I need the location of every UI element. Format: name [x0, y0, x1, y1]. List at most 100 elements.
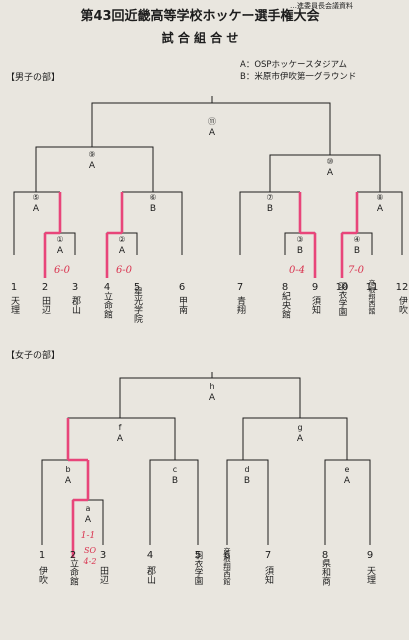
boys-team-name: 天理 — [9, 296, 20, 314]
boys-match-6-venue: B — [150, 204, 156, 214]
girls-team-name: 彦根翔西館 — [222, 546, 231, 586]
girls-seed: 6 — [224, 550, 230, 561]
girls-team-name: 羽衣学園 — [193, 551, 203, 586]
girls-match-g-number: g — [297, 423, 302, 432]
boys-match-8-number: ⑧ — [376, 193, 383, 202]
girls-team-name: 郡山 — [145, 566, 156, 584]
boys-team-name: 紀央館 — [280, 290, 291, 319]
boys-team-name: 須知 — [310, 296, 321, 315]
boys-match-4-venue: B — [354, 246, 360, 256]
girls-seed: 3 — [100, 550, 106, 561]
venue-a-legend: A：OSPホッケースタジアム — [240, 60, 347, 70]
girls-match-h-venue: A — [209, 393, 216, 403]
girls-seed: 5 — [195, 550, 201, 561]
boys-match-5-venue: A — [33, 204, 40, 214]
girls-match-a-shootout-label: SO — [84, 546, 96, 555]
boys-seed-numbers: 1 2 3 4 5 6 7 8 9 10 11 12 — [11, 282, 409, 293]
boys-team-name: 立命館 — [102, 290, 113, 319]
girls-match-d-venue: B — [244, 476, 250, 486]
boys-team-name: 青翔 — [235, 295, 246, 315]
boys-seed: 8 — [282, 282, 288, 293]
boys-match-5-number: ⑤ — [32, 193, 39, 202]
boys-seed: 1 — [11, 282, 17, 293]
boys-seed: 4 — [104, 282, 110, 293]
boys-match-3-score: 0-4 — [289, 265, 305, 276]
girls-match-d-number: d — [244, 465, 249, 474]
boys-handwritten-scores: 6-0 6-0 0-4 7-0 — [54, 265, 365, 276]
boys-match-2-score: 6-0 — [116, 265, 133, 276]
boys-match-2-number: ② — [118, 235, 125, 244]
boys-team-name: 伊吹 — [397, 295, 408, 315]
boys-team-name: 田辺 — [40, 296, 51, 315]
boys-match-4-score: 7-0 — [348, 265, 365, 276]
boys-seed: 9 — [312, 282, 318, 293]
girls-seed: 8 — [322, 550, 328, 561]
boys-match-1-number: ① — [56, 235, 63, 244]
boys-team-name: 甲南 — [177, 296, 188, 314]
boys-seed: 7 — [237, 282, 243, 293]
girls-match-f-number: f — [119, 423, 122, 432]
boys-match-7-venue: B — [267, 204, 273, 214]
girls-handwritten-scores: 1-1 SO 4-2 — [81, 531, 97, 566]
header-top-strip: …進委員長会議資料 — [290, 1, 353, 10]
boys-match-3-venue: B — [297, 246, 303, 256]
boys-match-9-venue: A — [89, 161, 96, 171]
girls-winner-highlights — [66, 418, 90, 558]
girls-seed-numbers: 1 2 3 4 5 6 7 8 9 — [39, 550, 373, 561]
girls-seed: 4 — [147, 550, 153, 561]
girls-team-name: 田辺 — [98, 566, 109, 585]
boys-match-1-score: 6-0 — [54, 265, 71, 276]
girls-team-name: 天理 — [365, 566, 376, 584]
boys-match-labels: ⑪ A ⑨ A ⑩ A ⑤ A ⑥ B ⑦ B ⑧ A ① A ② A ③ B … — [32, 117, 384, 256]
girls-match-e-venue: A — [344, 476, 351, 486]
boys-team-name: 羽衣学園 — [337, 282, 347, 317]
girls-match-c-venue: B — [172, 476, 178, 486]
girls-match-f-venue: A — [117, 434, 124, 444]
girls-team-name: 伊吹 — [37, 565, 48, 585]
boys-seed: 6 — [179, 282, 185, 293]
boys-match-9-number: ⑨ — [88, 150, 95, 159]
boys-seed: 5 — [134, 282, 140, 293]
girls-match-g-venue: A — [297, 434, 304, 444]
girls-match-a-venue: A — [85, 515, 92, 525]
girls-match-b-number: b — [65, 465, 70, 474]
boys-team-name: 星光学院 — [132, 287, 143, 324]
boys-match-1-venue: A — [57, 246, 64, 256]
girls-match-c-number: c — [173, 465, 177, 474]
girls-section-label: 【女子の部】 — [6, 349, 60, 361]
boys-team-names: 天理 田辺 郡山 立命館 星光学院 甲南 青翔 紀央館 須知 羽衣学園 彦根翔西… — [9, 279, 408, 324]
girls-bracket-lines — [41, 372, 371, 545]
boys-team-name: 彦根翔西館 — [368, 279, 376, 316]
boys-winner-highlights — [43, 192, 359, 278]
boys-match-2-venue: A — [119, 246, 126, 256]
boys-match-8-venue: A — [377, 204, 384, 214]
boys-seed: 11 — [366, 282, 379, 293]
boys-match-10-venue: A — [327, 168, 334, 178]
girls-seed: 1 — [39, 550, 45, 561]
boys-match-11-number: ⑪ — [208, 117, 216, 126]
boys-team-name: 郡山 — [70, 296, 81, 314]
girls-team-name: 県和商 — [320, 558, 331, 586]
boys-section-label: 【男子の部】 — [6, 71, 60, 83]
girls-match-labels: h A f A g A b A c B d B e A a A — [65, 382, 351, 525]
boys-match-7-number: ⑦ — [266, 193, 273, 202]
girls-match-e-number: e — [345, 465, 350, 474]
boys-match-6-number: ⑥ — [149, 193, 156, 202]
page-subtitle: 試 合 組 合 せ — [162, 30, 239, 45]
venue-b-legend: B：米原市伊吹第一グラウンド — [240, 71, 356, 82]
boys-match-10-number: ⑩ — [326, 157, 333, 166]
girls-team-name: 立命館 — [68, 557, 79, 586]
girls-seed: 9 — [367, 550, 373, 561]
boys-seed: 3 — [72, 282, 78, 293]
girls-seed: 7 — [265, 550, 271, 561]
girls-match-b-venue: A — [65, 476, 72, 486]
girls-match-h-number: h — [209, 382, 214, 391]
page-title: 第43回近畿高等学校ホッケー選手権大会 — [80, 8, 320, 24]
girls-match-a-score: 1-1 — [81, 531, 96, 541]
girls-match-a-shootout-score: 4-2 — [83, 557, 97, 566]
boys-seed: 2 — [42, 282, 48, 293]
girls-team-names: 伊吹 立命館 田辺 郡山 羽衣学園 彦根翔西館 須知 県和商 天理 — [37, 546, 376, 587]
girls-match-a-number: a — [86, 504, 91, 513]
boys-seed: 12 — [396, 282, 409, 293]
